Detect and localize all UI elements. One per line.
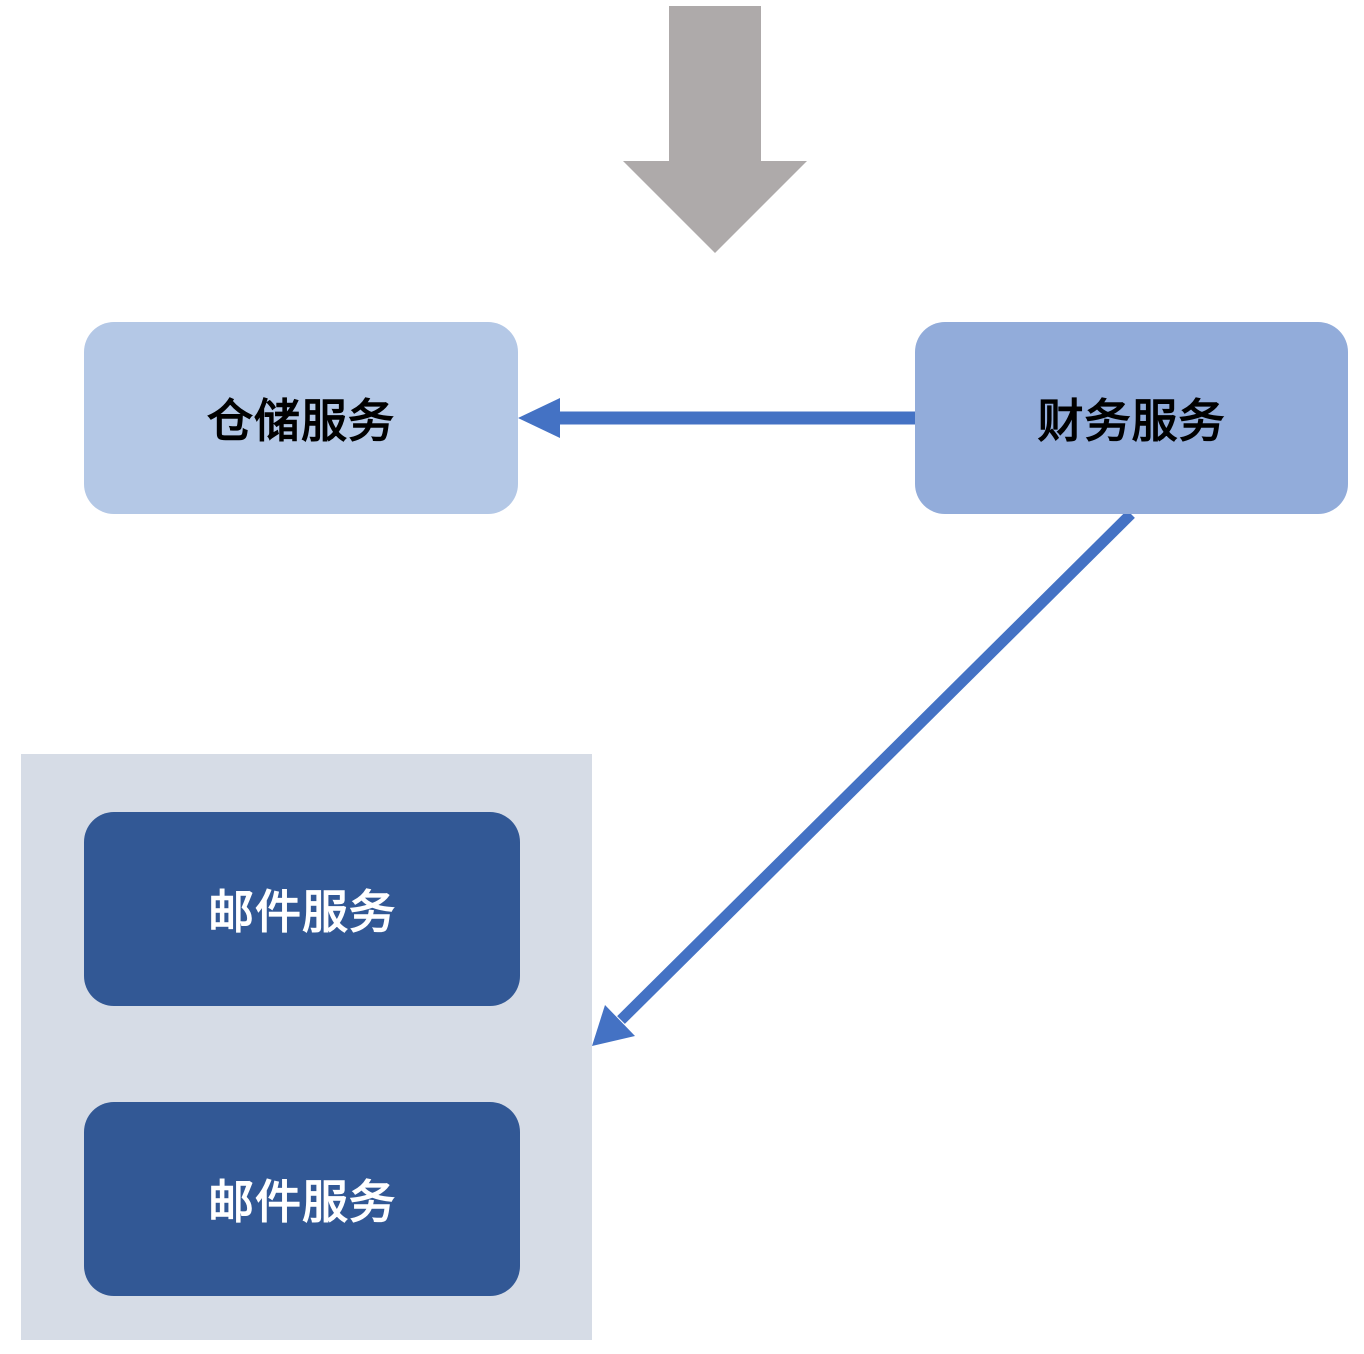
- warehouse-service-node: 仓储服务: [84, 322, 518, 514]
- edge-finance-to-warehouse-arrowhead: [518, 398, 560, 438]
- finance-service-node: 财务服务: [915, 322, 1348, 514]
- entry-arrow: [623, 6, 807, 253]
- mail-service-label: 邮件服务: [208, 885, 396, 939]
- warehouse-service-label: 仓储服务: [207, 394, 395, 448]
- mail-service-node: 邮件服务: [84, 812, 520, 1006]
- finance-service-label: 财务服务: [1037, 394, 1226, 448]
- edge-finance-to-mail-group-arrowhead: [592, 1005, 635, 1046]
- mail-service-node: 邮件服务: [84, 1102, 520, 1296]
- edge-finance-to-mail-group-line: [617, 510, 1135, 1024]
- mail-service-label: 邮件服务: [208, 1175, 396, 1229]
